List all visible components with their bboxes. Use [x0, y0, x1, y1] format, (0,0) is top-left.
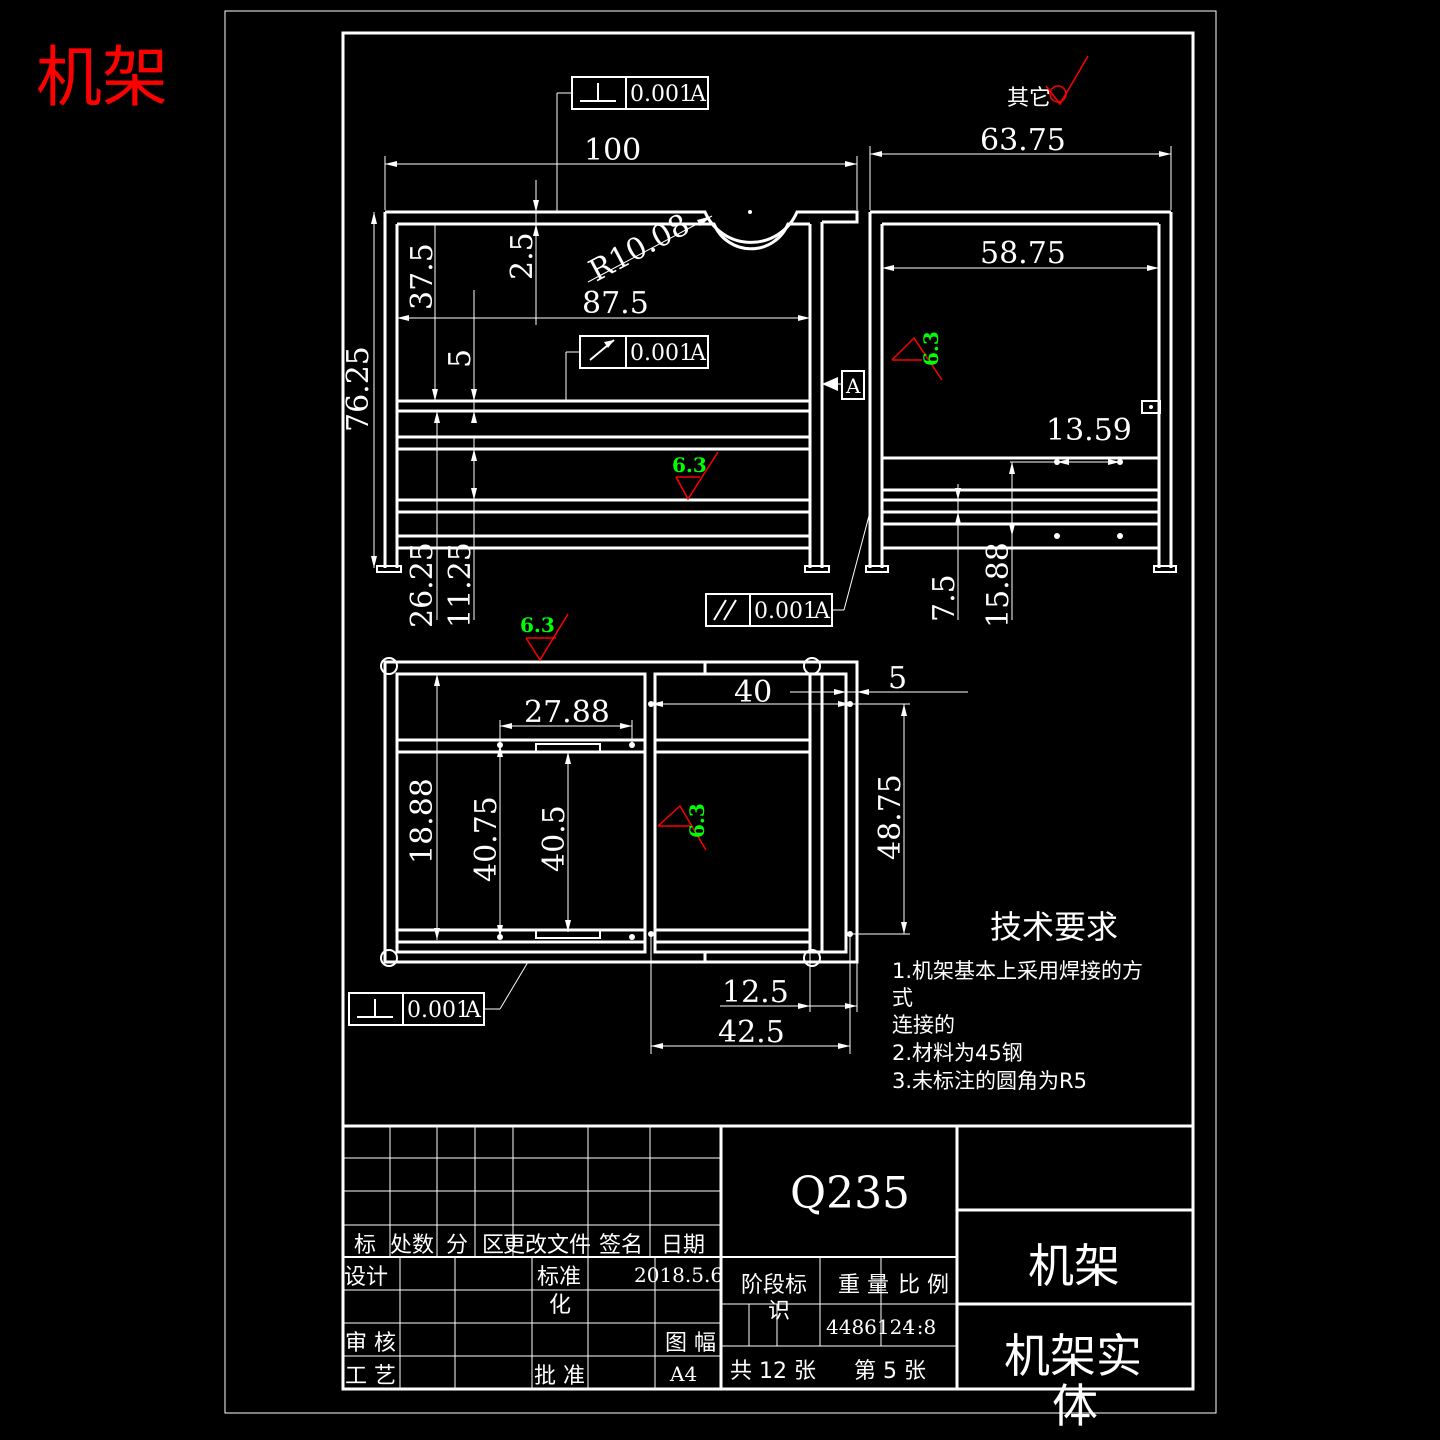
- dim-63-75: 63.75: [980, 123, 1066, 158]
- roughness-front: 6.3: [672, 453, 707, 477]
- dim-100: 100: [584, 133, 641, 168]
- standard-label-1: 标准: [537, 1265, 581, 1290]
- hdr-div: 分: [446, 1233, 468, 1258]
- tol-mid-datum: A: [689, 341, 707, 366]
- title-block: Q235 机架 机架实 体 标 处数 分 区 更改文件 签名 日期 设计 标准 …: [343, 1124, 1193, 1433]
- format-value: A4: [669, 1362, 697, 1386]
- top-view: 27.88 40 5 18.88 40.75 40.5 48.75: [348, 613, 968, 1054]
- tol-side-datum: A: [813, 599, 831, 624]
- dim-40-5: 40.5: [537, 805, 572, 872]
- sheet-total: 共 12 张: [730, 1359, 816, 1384]
- outer-frame: [224, 10, 1217, 1414]
- tol-topview-datum: A: [464, 998, 482, 1023]
- tech-req-line-3: 连接的: [892, 1013, 955, 1037]
- tech-req-title: 技术要求: [990, 908, 1118, 946]
- part-name: 机架: [1028, 1239, 1120, 1293]
- date-value: 2018.5.6: [634, 1263, 723, 1287]
- stage-mark-1: 阶段标: [741, 1273, 807, 1298]
- material: Q235: [790, 1168, 910, 1219]
- hdr-doc: 更改文件: [503, 1233, 591, 1258]
- hdr-sign: 签名: [599, 1233, 643, 1258]
- dim-11-25: 11.25: [443, 542, 478, 628]
- tech-req-line-1: 1.机架基本上采用焊接的方: [892, 959, 1143, 983]
- front-view: 100 87.5 76.25 37.5 2.5 5 26.25 11.25: [341, 76, 865, 628]
- standard-label-2: 化: [549, 1293, 571, 1318]
- tech-requirements: 技术要求 1.机架基本上采用焊接的方 式 连接的 2.材料为45钢 3.未标注的…: [892, 908, 1143, 1093]
- stage-mark-2: 识: [768, 1299, 790, 1324]
- tol-side-value: 0.001: [754, 599, 817, 624]
- dim-7-5: 7.5: [927, 574, 962, 622]
- dim-27-88: 27.88: [524, 695, 610, 730]
- process-label: 工 艺: [345, 1364, 396, 1389]
- format-label: 图 幅: [665, 1331, 716, 1356]
- dim-12-5: 12.5: [722, 975, 789, 1010]
- dim-58-75: 58.75: [980, 236, 1066, 271]
- dim-2-5: 2.5: [505, 232, 540, 280]
- hdr-date: 日期: [661, 1233, 705, 1258]
- check-label: 审 核: [345, 1331, 396, 1356]
- dim-40: 40: [734, 675, 772, 710]
- drawing-name-1: 机架实: [1004, 1329, 1142, 1383]
- sheet-number: 第 5 张: [854, 1359, 926, 1384]
- tol-mid-value: 0.001: [630, 341, 693, 366]
- hdr-zone: 区: [482, 1233, 504, 1258]
- dim-37-5: 37.5: [405, 243, 440, 310]
- scale-label: 比 例: [898, 1273, 949, 1298]
- dim-48-75: 48.75: [873, 774, 908, 860]
- weight-value: 4486124: [826, 1315, 915, 1339]
- dim-42-5: 42.5: [718, 1015, 785, 1050]
- inner-frame: [341, 31, 1195, 1391]
- dim-5-top: 5: [888, 661, 907, 696]
- weight-label: 重 量: [838, 1273, 889, 1298]
- dim-15-88: 15.88: [981, 542, 1016, 628]
- dim-26-25: 26.25: [405, 542, 440, 628]
- other-roughness-label: 其它: [1007, 86, 1051, 111]
- dim-40-75: 40.75: [469, 796, 504, 882]
- tol-top-datum: A: [689, 82, 707, 107]
- corner-title: 机架: [36, 39, 168, 116]
- hdr-count: 处数: [390, 1233, 434, 1258]
- design-label: 设计: [344, 1265, 388, 1290]
- tech-req-line-2: 式: [892, 986, 913, 1010]
- datum-a: A: [845, 374, 861, 398]
- roughness-side: 6.3: [919, 331, 943, 366]
- roughness-top-mid: 6.3: [685, 803, 709, 838]
- hdr-mark: 标: [354, 1233, 376, 1258]
- dim-76-25: 76.25: [341, 346, 376, 432]
- dim-5-front: 5: [443, 349, 478, 368]
- tol-topview-value: 0.001: [407, 998, 470, 1023]
- dim-18-88: 18.88: [405, 778, 440, 864]
- tech-req-line-5: 3.未标注的圆角为R5: [892, 1069, 1087, 1093]
- tol-top-value: 0.001: [630, 82, 693, 107]
- dim-radius: R10.08: [583, 207, 695, 289]
- roughness-top: 6.3: [520, 613, 555, 637]
- dim-87-5: 87.5: [582, 286, 649, 321]
- dim-13-59: 13.59: [1046, 413, 1132, 448]
- drawing-name-2: 体: [1052, 1379, 1098, 1433]
- side-view: 63.75 58.75 13.59 7.5 15.88 0.001 A 6.3 …: [705, 55, 1177, 628]
- approve-label: 批 准: [534, 1364, 585, 1389]
- tech-req-line-4: 2.材料为45钢: [892, 1041, 1023, 1065]
- scale-value: 1:8: [904, 1315, 936, 1339]
